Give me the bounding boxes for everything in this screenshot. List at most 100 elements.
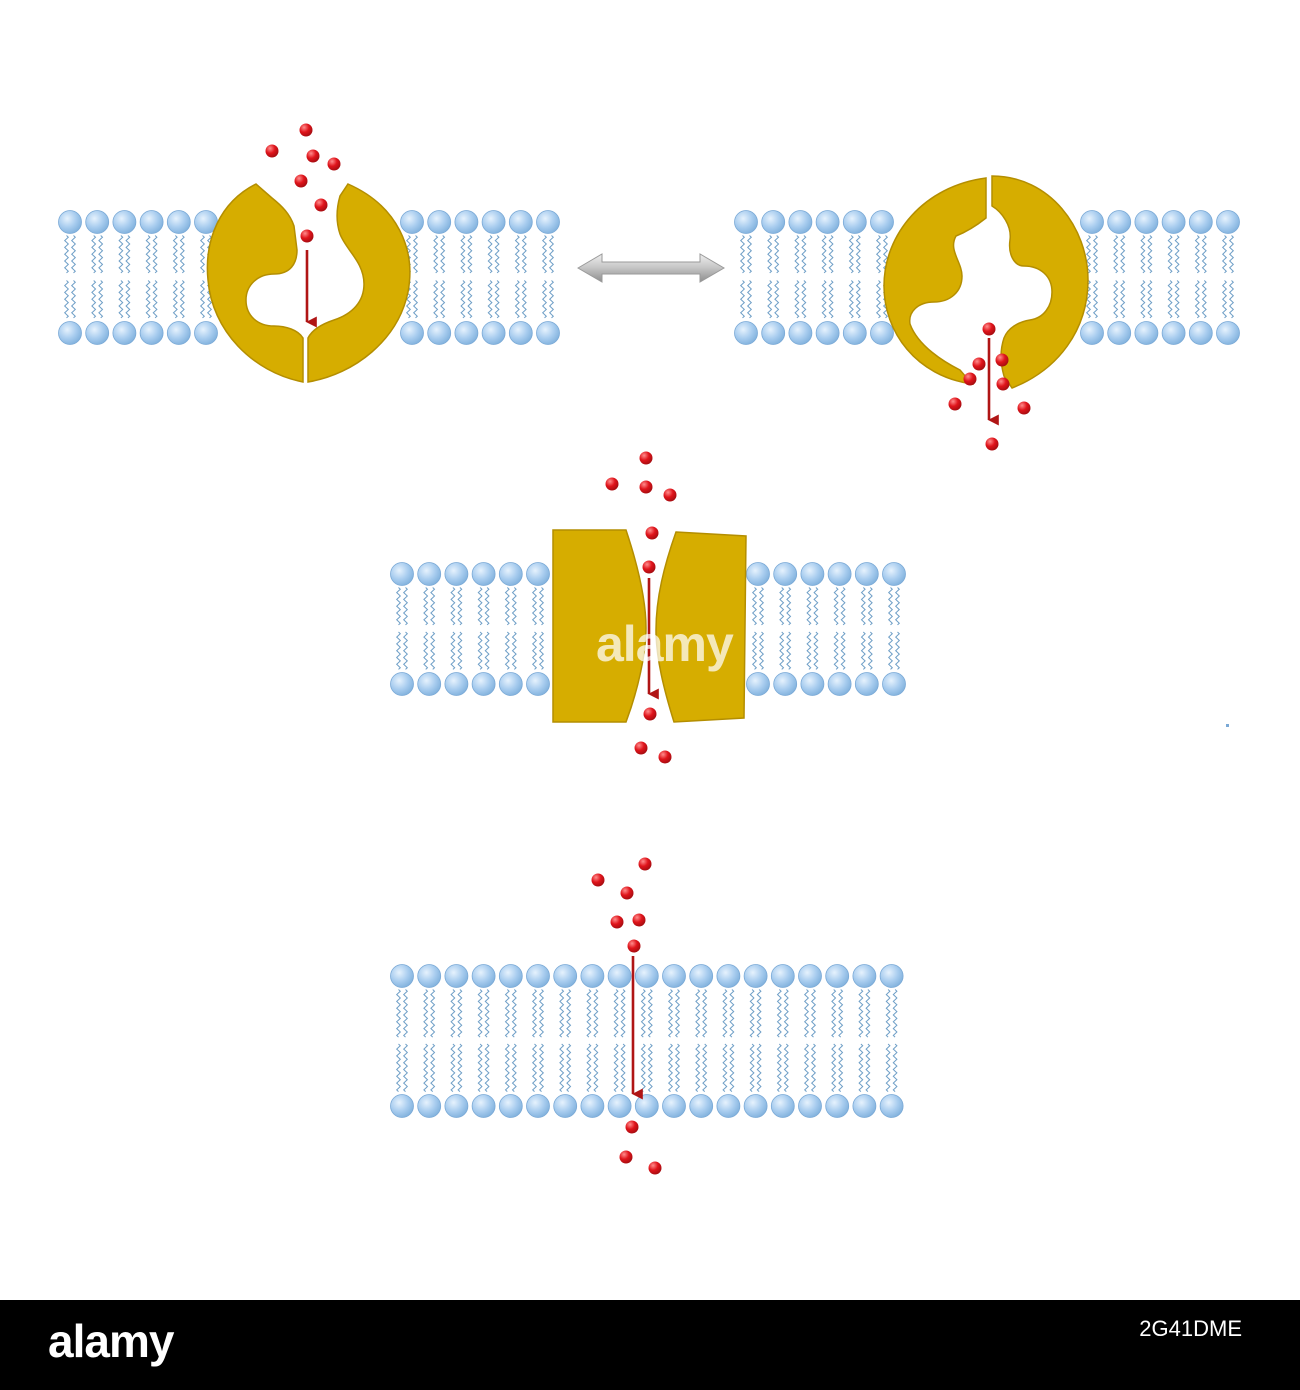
molecule (611, 916, 624, 929)
lipid-tail (768, 236, 772, 273)
lipid-tail (1175, 281, 1179, 318)
lipid-tail (1203, 236, 1207, 273)
molecule (1018, 402, 1031, 415)
phospholipid-head (509, 322, 532, 345)
lipid-tail (424, 588, 428, 625)
phospholipid-head (445, 965, 468, 988)
lipid-tail (201, 281, 205, 318)
lipid-tail (896, 588, 900, 625)
lipid-tail (676, 990, 680, 1038)
phospholipid-head (735, 211, 758, 234)
lipid-tail (451, 588, 455, 625)
phospholipid-head (527, 673, 550, 696)
lipid-tail (468, 236, 472, 273)
phospholipid-head (843, 211, 866, 234)
lipid-tail (414, 236, 418, 273)
phospholipid-head (789, 322, 812, 345)
lipid-tail (1196, 281, 1200, 318)
phospholipid-head (482, 211, 505, 234)
lipid-tail (513, 1044, 517, 1092)
lipid-tail (516, 281, 520, 318)
molecule (620, 1151, 633, 1164)
lipid-tail (869, 588, 873, 625)
phospholipid-head (418, 563, 441, 586)
molecule (307, 150, 320, 163)
phospholipid-head (816, 211, 839, 234)
lipid-tail (1141, 236, 1145, 273)
phospholipid-head (762, 322, 785, 345)
phospholipid-head (472, 1095, 495, 1118)
phospholipid-head (717, 965, 740, 988)
phospholipid-head (581, 1095, 604, 1118)
lipid-tail (750, 990, 754, 1038)
lipid-tail (829, 281, 833, 318)
lipid-tail (753, 588, 757, 625)
lipid-tail (1114, 281, 1118, 318)
phospholipid-head (1108, 211, 1131, 234)
lipid-tail (594, 1044, 598, 1092)
phospholipid-head (482, 322, 505, 345)
phospholipid-head (428, 322, 451, 345)
lipid-tail (642, 1044, 646, 1092)
lipid-tail (458, 1044, 462, 1092)
lipid-tail (478, 1044, 482, 1092)
lipid-tail (431, 1044, 435, 1092)
phospholipid-head (1217, 211, 1240, 234)
molecule (295, 175, 308, 188)
lipid-tail (126, 281, 130, 318)
lipid-tail (146, 281, 150, 318)
lipid-tail (807, 588, 811, 625)
lipid-tail (441, 281, 445, 318)
phospholipid-head (771, 1095, 794, 1118)
lipid-tail (533, 990, 537, 1038)
phospholipid-head (608, 1095, 631, 1118)
molecule (964, 373, 977, 386)
lipid-tail (424, 632, 428, 669)
phospholipid-head (113, 322, 136, 345)
lipid-tail (812, 1044, 816, 1092)
lipid-tail (92, 236, 96, 273)
lipid-tail (485, 588, 489, 625)
lipid-tail (862, 588, 866, 625)
lipid-tail (461, 281, 465, 318)
lipid-bilayer (401, 211, 560, 345)
phospholipid-head (527, 1095, 550, 1118)
phospholipid-head (799, 965, 822, 988)
lipid-tail (1148, 236, 1152, 273)
lipid-tail (478, 990, 482, 1038)
lipid-tail (478, 588, 482, 625)
phospholipid-head (635, 1095, 658, 1118)
lipid-tail (866, 1044, 870, 1092)
molecule (300, 124, 313, 137)
lipid-tail (478, 632, 482, 669)
lipid-tail (795, 281, 799, 318)
lipid-tail (812, 990, 816, 1038)
stray-dot (1226, 724, 1229, 727)
lipid-tail (1230, 236, 1234, 273)
phospholipid-head (445, 1095, 468, 1118)
molecule (328, 158, 341, 171)
lipid-tail (730, 990, 734, 1038)
phospholipid-head (527, 965, 550, 988)
phospholipid-head (537, 322, 560, 345)
lipid-tail (866, 990, 870, 1038)
lipid-tail (649, 1044, 653, 1092)
lipid-tail (513, 588, 517, 625)
lipid-tail (886, 990, 890, 1038)
lipid-bilayer (59, 211, 218, 345)
molecule (949, 398, 962, 411)
phospholipid-head (663, 1095, 686, 1118)
lipid-tail (829, 236, 833, 273)
lipid-tail (859, 1044, 863, 1092)
lipid-tail (153, 281, 157, 318)
phospholipid-head (167, 211, 190, 234)
phospholipid-head (509, 211, 532, 234)
phospholipid-head (801, 563, 824, 586)
lipid-tail (92, 281, 96, 318)
phospholipid-head (113, 211, 136, 234)
phospholipid-head (581, 965, 604, 988)
lipid-tail (802, 236, 806, 273)
lipid-tail (669, 990, 673, 1038)
phospholipid-head (527, 563, 550, 586)
phospholipid-head (86, 211, 109, 234)
